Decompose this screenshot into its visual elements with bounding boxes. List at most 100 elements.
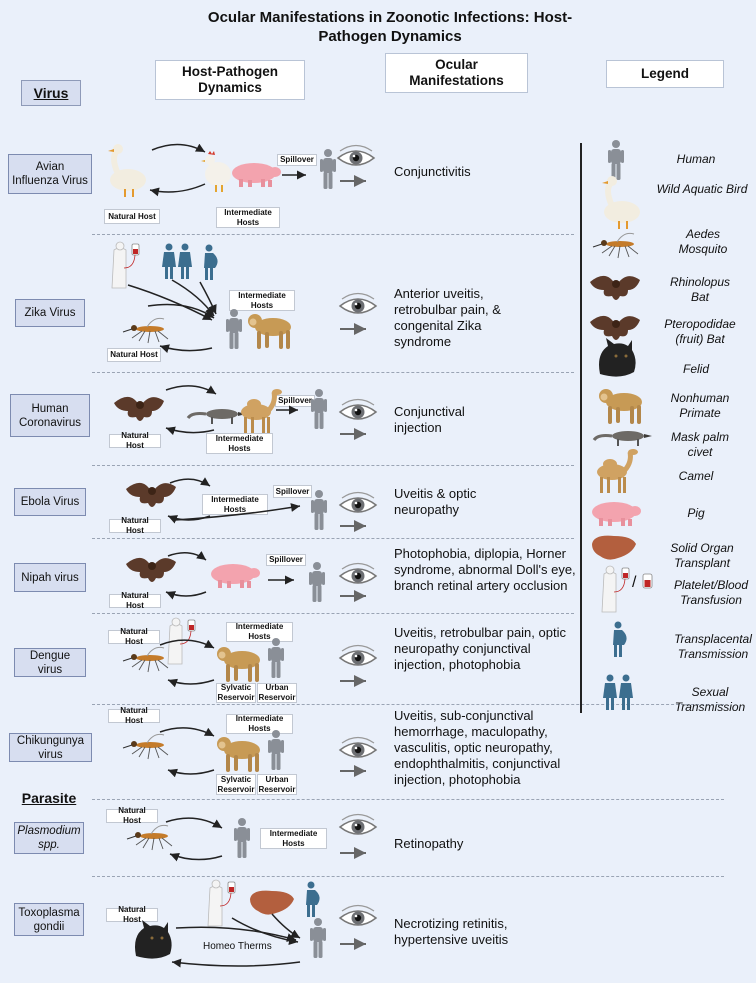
pathogen-box-ebola: Ebola Virus (14, 488, 86, 516)
human-icon (226, 309, 242, 349)
tag-intermediate-hosts: Intermediate Hosts (206, 433, 273, 454)
legend-civet-icon (592, 429, 654, 448)
human-icon (311, 490, 327, 530)
manifestation-chikungunya: Uveitis, sub-conjunctival hemorrhage, ma… (394, 708, 561, 787)
pathogen-box-nipah: Nipah virus (14, 563, 86, 592)
couple-woman-icon (178, 243, 192, 279)
eye-icon (339, 491, 377, 513)
legend-label-transfusion: Platelet/Blood Transfusion (673, 578, 749, 607)
manifestation-dengue: Uveitis, retrobulbar pain, optic neuropa… (394, 625, 566, 672)
tag-natural-host: Natural Host (108, 627, 160, 646)
legend-label-camel: Camel (678, 469, 714, 483)
tag-natural-host: Natural Host (106, 905, 158, 924)
mosquito-icon (122, 646, 169, 673)
row-separator (92, 613, 574, 614)
tag-urban-reservoir: Urban Reservoir (257, 683, 297, 703)
human-icon (309, 562, 325, 602)
human-icon (320, 149, 336, 189)
pig-icon (211, 564, 260, 588)
legend-label-mask-palm-civet: Mask palm civet (670, 430, 729, 459)
tag-spillover: Spillover (266, 554, 306, 566)
legend-label-wild-aquatic-bird: Wild Aquatic Bird (656, 182, 748, 196)
manifestation-toxoplasma: Necrotizing retinitis, hypertensive uvei… (394, 916, 509, 947)
category-parasite: Parasite (21, 790, 77, 806)
legend-label-human: Human (676, 152, 716, 166)
manifestation-plasmodium: Retinopathy (394, 836, 464, 851)
tag-intermediate-hosts: Intermediate Hosts (216, 207, 280, 228)
legend-label-aedes-mosquito: Aedes Mosquito (678, 227, 728, 256)
fruit-bat-icon (126, 557, 176, 582)
pregnant-icon (204, 244, 218, 280)
eye-icon (337, 144, 375, 166)
legend-monkey-icon (599, 389, 642, 424)
pathogen-box-toxoplasma: Toxoplasma gondii (14, 903, 84, 936)
tag-natural-host: Natural Host (106, 806, 158, 825)
fruit-bat-icon (126, 482, 176, 507)
tag-urban-reservoir: Urban Reservoir (257, 774, 297, 795)
human-icon (268, 730, 284, 770)
eye-icon (339, 398, 377, 420)
legend-label-solid-organ-transplant: Solid Organ Transplant (670, 541, 734, 570)
row-separator (92, 372, 574, 373)
transfusion-patient-icon (111, 241, 140, 289)
header-host-pathogen: Host-Pathogen Dynamics (155, 60, 305, 100)
eye-icon (339, 813, 377, 835)
pig-icon (232, 163, 281, 187)
row-separator (92, 234, 574, 235)
tag-natural-host: Natural Host (108, 706, 160, 725)
tag-intermediate-hosts: Intermediate Hosts (226, 714, 293, 734)
header-ocular-manifestations: Ocular Manifestations (385, 53, 528, 93)
row-separator (92, 465, 574, 466)
pathogen-box-plasmodium: Plasmodium spp. (14, 822, 84, 854)
eye-icon (339, 292, 377, 314)
mosquito-icon (122, 733, 169, 760)
row-separator (92, 799, 724, 800)
legend-pig-icon (592, 502, 641, 526)
tag-spillover: Spillover (277, 154, 317, 166)
header-legend: Legend (606, 60, 724, 88)
eye-icon (339, 904, 377, 926)
monkey-icon (217, 647, 260, 682)
category-virus: Virus (21, 80, 81, 106)
human-icon (234, 818, 250, 858)
monkey-icon (248, 314, 291, 349)
legend-human-icon (608, 140, 624, 180)
eye-icon (339, 644, 377, 666)
mosquito-icon (126, 824, 173, 851)
diagram-title: Ocular Manifestations in Zoonotic Infect… (207, 9, 573, 45)
pathogen-box-dengue: Dengue virus (14, 648, 86, 677)
legend-pregnant-icon (613, 621, 627, 657)
manifestation-nipah: Photophobia, diplopia, Horner syndrome, … (394, 546, 576, 593)
legend-liver-icon (592, 535, 636, 560)
label-homeo-therms: Homeo Therms (203, 941, 272, 952)
legend-fruit-bat-icon (590, 315, 640, 340)
legend-bat-icon (590, 275, 640, 300)
legend-couple-woman-icon (619, 674, 633, 710)
legend-label-transplacental: Transplacental Transmission (674, 632, 752, 661)
human-icon (311, 389, 327, 429)
eye-icon (339, 736, 377, 758)
monkey-icon (217, 737, 260, 772)
row-separator (92, 704, 724, 705)
civet-icon (186, 407, 248, 426)
pathogen-box-chikungunya: Chikungunya virus (9, 733, 92, 762)
legend-label-fruit-bat: Pteropodidae (fruit) Bat (664, 317, 736, 346)
goose-icon (108, 144, 146, 197)
manifestation-zika: Anterior uveitis, retrobulbar pain, & co… (394, 286, 501, 349)
camel-icon (241, 389, 282, 433)
tag-natural-host: Natural Host (109, 431, 161, 450)
tag-intermediate-hosts: Intermediate Hosts (226, 622, 293, 642)
legend-couple-man-icon (603, 674, 617, 710)
tag-natural-host: Natural Host (104, 209, 160, 224)
transfusion-patient-icon (207, 879, 236, 927)
manifestation-ebola: Uveitis & optic neuropathy (394, 486, 477, 517)
legend-label-pig: Pig (687, 506, 705, 520)
liver-icon (250, 890, 294, 915)
legend-blood-bag-icon (601, 565, 630, 613)
tag-intermediate-hosts: Intermediate Hosts (229, 290, 295, 311)
manifestation-avian-influenza: Conjunctivitis (394, 164, 471, 179)
mosquito-icon (122, 317, 169, 344)
row-separator (92, 538, 574, 539)
legend-label-nonhuman-primate: Nonhuman Primate (670, 391, 730, 420)
